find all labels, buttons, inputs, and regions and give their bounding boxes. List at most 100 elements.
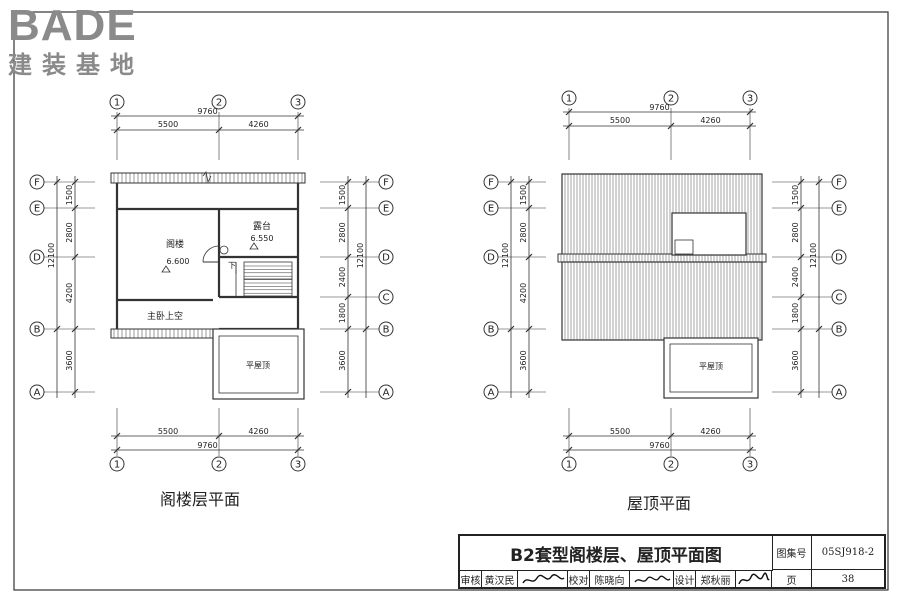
grid-axis-bubble — [109, 456, 125, 472]
dimension-tick — [525, 178, 533, 186]
dimension-tick — [344, 325, 352, 333]
grid-axis-label: 1 — [566, 460, 572, 471]
span-1-2-label: 5500 — [158, 120, 178, 129]
reviewer-name: 黄汉民 — [482, 570, 518, 589]
title-block: B2套型阁楼层、屋顶平面图 图集号 05SJ918-2 审核 黄汉民 校对 陈晓… — [458, 534, 886, 589]
dimension-tick — [667, 432, 675, 440]
height-segment-label: 2400 — [791, 267, 800, 287]
grid-axis-bubble — [211, 456, 227, 472]
flat-roof-block — [663, 337, 759, 399]
grid-axis-bubble — [742, 456, 758, 472]
atlas-label: 图集号 — [772, 536, 812, 570]
grid-axis-label: F — [836, 178, 842, 189]
height-segment-label: 4200 — [519, 283, 528, 303]
elevation-marker — [161, 265, 171, 273]
grid-axis-bubble — [290, 94, 306, 110]
grid-axis-label: E — [836, 204, 842, 215]
total-height-label: 12100 — [356, 243, 365, 268]
height-segment-label: 2800 — [791, 222, 800, 242]
grid-axis-label: F — [34, 178, 40, 189]
total-width-label: 9760 — [649, 441, 669, 450]
grid-axis-bubble — [742, 90, 758, 106]
grid-axis-label: A — [488, 388, 495, 399]
logo-main-text: BADE — [8, 1, 137, 50]
grid-axis-label: C — [836, 293, 843, 304]
grid-axis-bubble — [663, 90, 679, 106]
elevation-marker — [249, 242, 259, 250]
grid-axis-label: F — [383, 178, 389, 189]
dimension-tick — [113, 446, 121, 454]
room-label-flat-roof: 平屋顶 — [246, 361, 270, 370]
grid-axis-bubble — [109, 94, 125, 110]
dimension-tick — [215, 126, 223, 134]
grid-axis-label: 2 — [668, 460, 674, 471]
grid-axis-label: 2 — [216, 460, 222, 471]
check-label: 校对 — [568, 570, 590, 589]
dimension-tick — [344, 388, 352, 396]
grid-axis-label: C — [383, 293, 390, 304]
grid-axis-label: A — [836, 388, 843, 399]
dimension-tick — [815, 325, 823, 333]
checker-name: 陈晓向 — [590, 570, 630, 589]
grid-axis-bubble — [561, 456, 577, 472]
height-segment-label: 3600 — [791, 350, 800, 370]
grid-axis-label: 3 — [295, 460, 301, 471]
height-segment-label: 1500 — [338, 185, 347, 205]
room-label-flat-roof: 平屋顶 — [699, 362, 723, 371]
total-height-label: 12100 — [501, 243, 510, 268]
dimension-tick — [344, 204, 352, 212]
grid-axis-label: B — [383, 325, 390, 336]
total-height-label: 12100 — [809, 243, 818, 268]
height-segment-label: 2800 — [338, 222, 347, 242]
height-segment-label: 2800 — [65, 222, 74, 242]
height-segment-label: 3600 — [338, 350, 347, 370]
height-segment-label: 1500 — [65, 185, 74, 205]
dimension-tick — [746, 432, 754, 440]
sheet-frame — [13, 11, 889, 591]
total-width-label: 9760 — [197, 441, 217, 450]
grid-axis-label: E — [383, 204, 389, 215]
height-segment-label: 1800 — [791, 303, 800, 323]
grid-axis-label: 1 — [114, 98, 120, 109]
atlas-number: 05SJ918-2 — [812, 536, 884, 570]
dimension-tick — [71, 325, 79, 333]
height-segment-label: 1500 — [791, 185, 800, 205]
dimension-tick — [294, 446, 302, 454]
span-2-3-label: 4260 — [248, 427, 268, 436]
total-width-label: 9760 — [197, 107, 217, 116]
room-label-void: 主卧上空 — [147, 310, 183, 322]
flat-roof-parapet — [218, 335, 299, 394]
dimension-tick — [215, 432, 223, 440]
dimension-tick — [525, 204, 533, 212]
door-swing-arc — [202, 245, 220, 263]
grid-axis-bubble — [561, 90, 577, 106]
grid-axis-bubble — [663, 456, 679, 472]
height-segment-label: 2800 — [519, 222, 528, 242]
page-number: 38 — [841, 574, 855, 585]
dimension-tick — [565, 446, 573, 454]
dimension-tick — [362, 325, 370, 333]
grid-axis-label: E — [34, 204, 40, 215]
grid-axis-bubble — [211, 94, 227, 110]
grid-axis-label: D — [382, 253, 390, 264]
total-width-label: 9760 — [649, 103, 669, 112]
grid-axis-label: 3 — [747, 460, 753, 471]
grid-axis-label: 2 — [668, 94, 674, 105]
grid-axis-label: F — [488, 178, 494, 189]
grid-axis-label: A — [34, 388, 41, 399]
dimension-tick — [797, 178, 805, 186]
dimension-tick — [525, 388, 533, 396]
break-line-symbol — [202, 171, 212, 184]
dimension-tick — [525, 253, 533, 261]
roof-plan-title: 屋顶平面 — [627, 494, 692, 513]
grid-axis-label: B — [836, 325, 843, 336]
stair-down-label: 下 — [228, 261, 236, 270]
room-label-terrace: 露台 — [253, 220, 271, 232]
designer-signature — [736, 570, 772, 589]
design-label: 设计 — [674, 570, 696, 589]
grid-axis-label: B — [488, 325, 495, 336]
page-label: 页 — [772, 570, 812, 589]
